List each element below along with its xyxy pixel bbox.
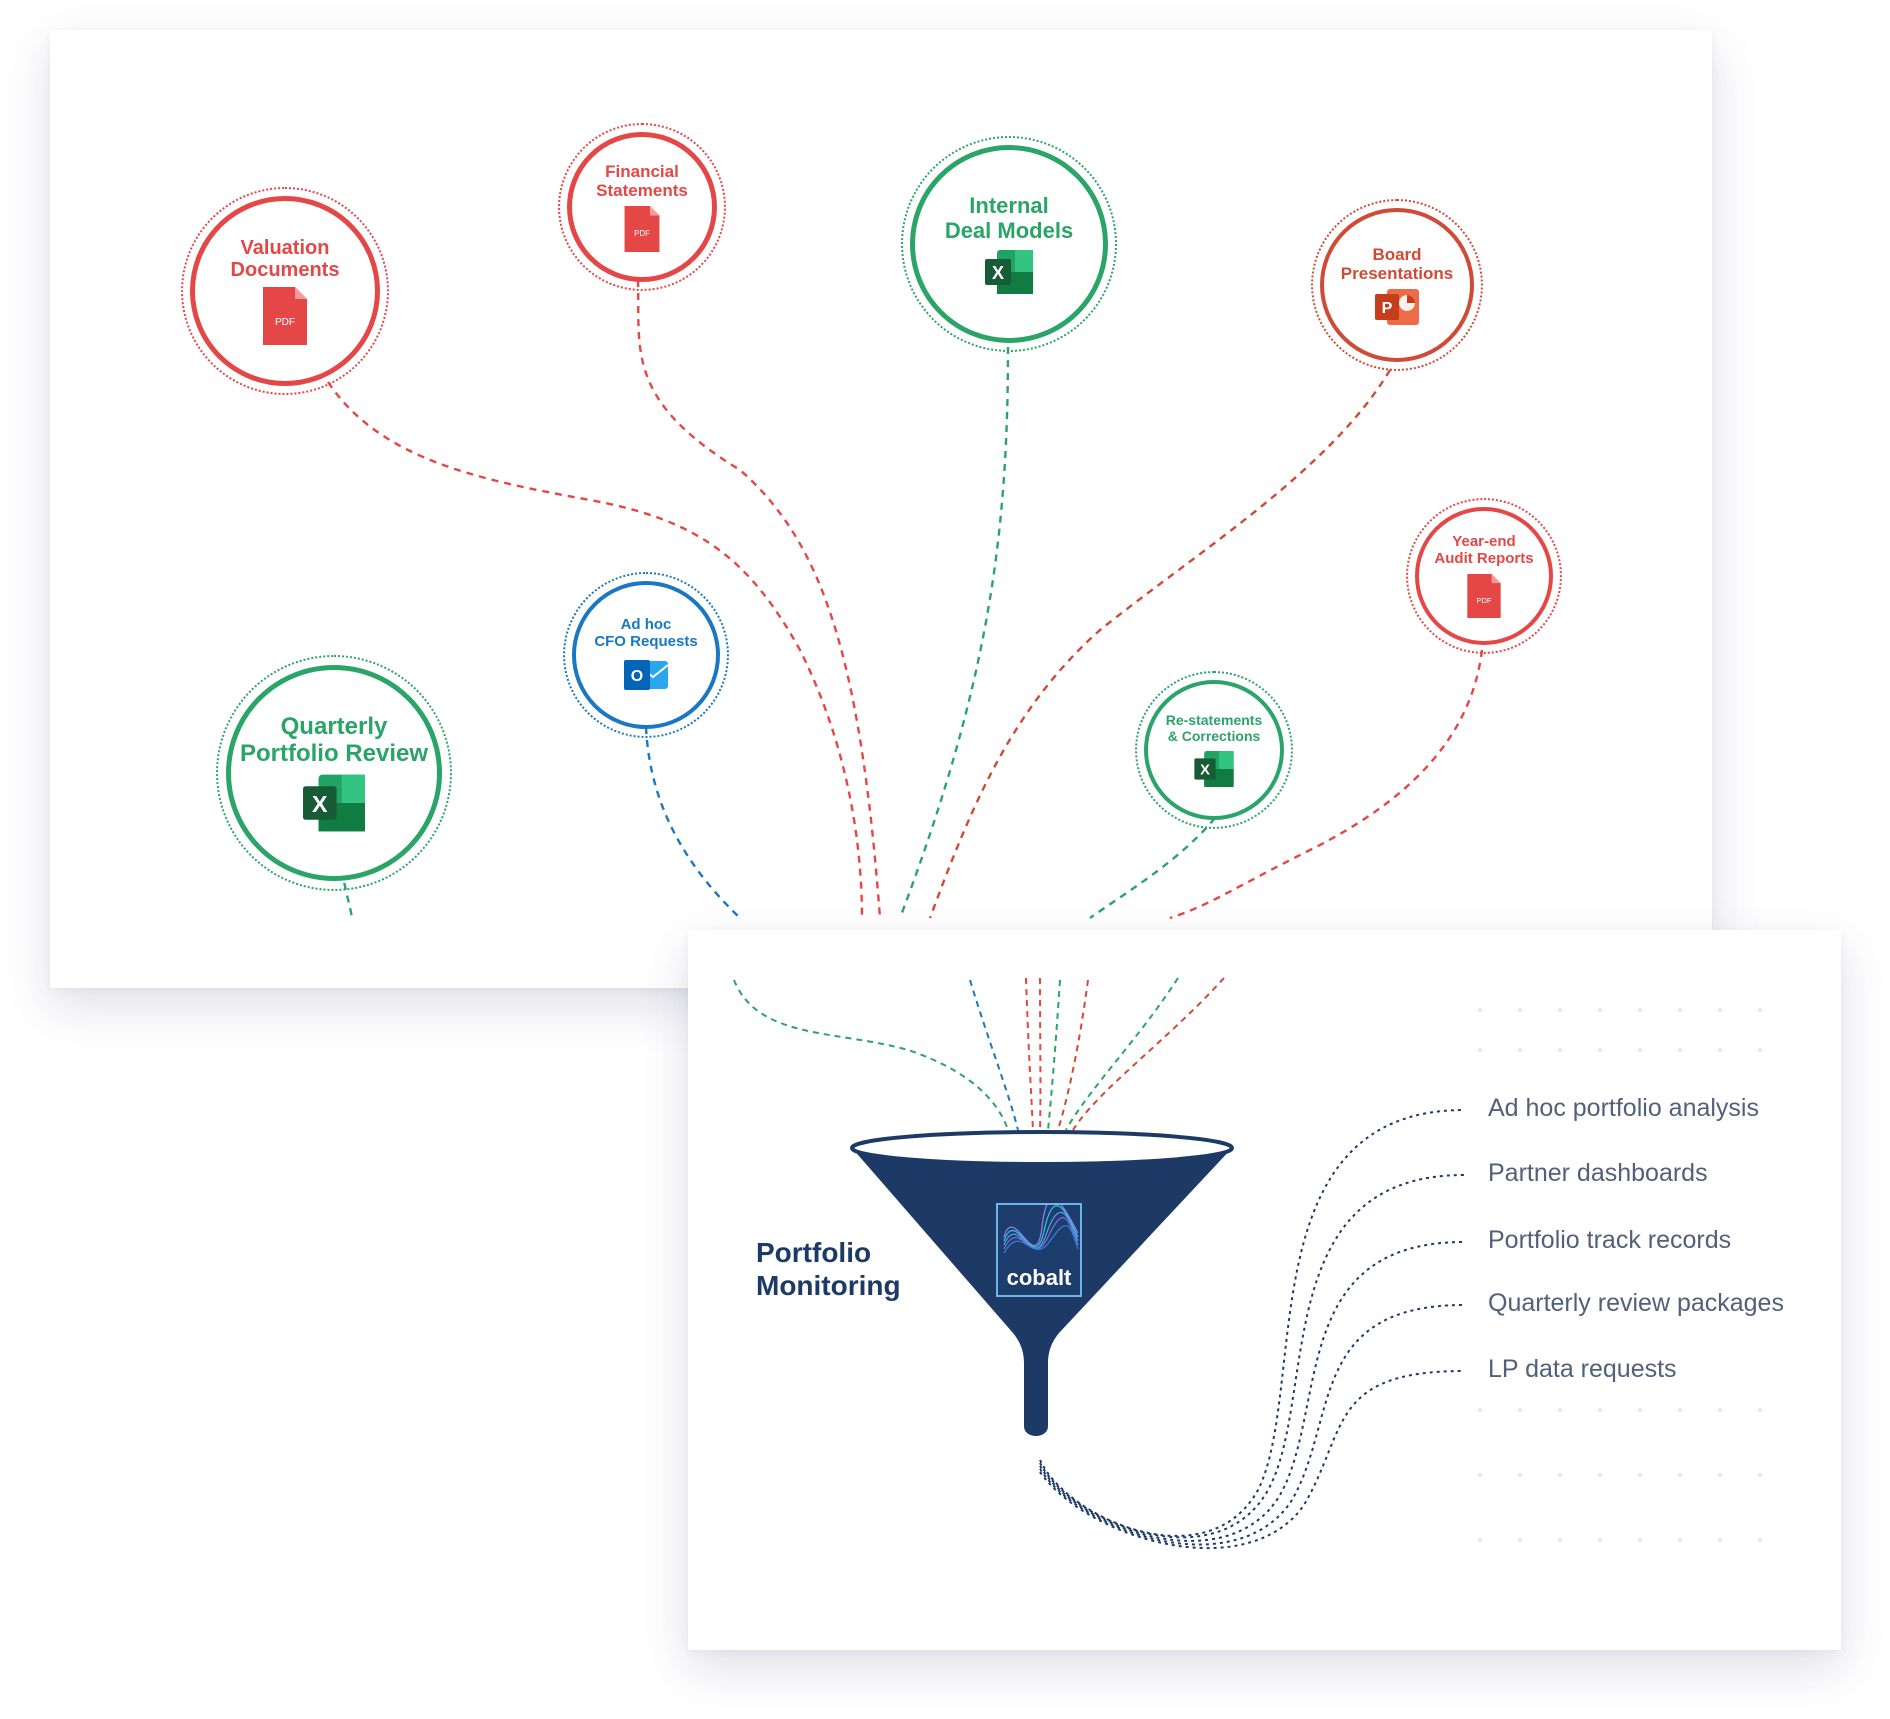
- excel-icon: X: [1194, 750, 1234, 787]
- excel-icon-text: X: [1200, 762, 1210, 778]
- powerpoint-icon-text: P: [1382, 300, 1393, 317]
- connector-internal-deal-models: [898, 346, 1010, 919]
- connector-restatements: [1089, 817, 1216, 919]
- node-ad-hoc-cfo-requests[interactable]: Ad hoc CFO Requests O: [563, 572, 729, 738]
- node-valuation-documents[interactable]: Valuation Documents PDF: [181, 187, 389, 395]
- node-label: Valuation Documents: [230, 236, 340, 281]
- excel-icon: X: [303, 774, 365, 832]
- node-label: Year-end Audit Reports: [1434, 533, 1534, 567]
- output-lp-data-requests[interactable]: LP data requests: [1488, 1355, 1677, 1383]
- connector-ad-hoc-cfo: [644, 726, 741, 919]
- sources-panel: Valuation Documents PDF Financial Statem…: [50, 30, 1712, 988]
- node-quarterly-portfolio-review[interactable]: Quarterly Portfolio Review X: [216, 655, 452, 891]
- output-portfolio-track-records[interactable]: Portfolio track records: [1488, 1226, 1732, 1254]
- output-quarterly-review-packages[interactable]: Quarterly review packages: [1488, 1289, 1784, 1317]
- connector-year-end-audit: [1169, 649, 1484, 920]
- pdf-icon-text: PDF: [275, 317, 295, 328]
- node-board-presentations[interactable]: Board Presentations P: [1311, 199, 1483, 371]
- pdf-icon-text: PDF: [634, 229, 650, 238]
- node-label: Ad hoc CFO Requests: [594, 616, 698, 650]
- funnel-rim: [850, 1130, 1234, 1166]
- node-restatements-corrections[interactable]: Re-statements & Corrections X: [1135, 671, 1293, 829]
- excel-icon-text: X: [992, 263, 1004, 283]
- cobalt-logo: cobalt: [996, 1203, 1082, 1297]
- node-label: Quarterly Portfolio Review: [239, 713, 429, 767]
- excel-icon: X: [985, 249, 1033, 294]
- incoming-lines: [733, 977, 1225, 1131]
- output-lines: [1039, 1109, 1465, 1550]
- node-label: Financial Statements: [596, 161, 688, 200]
- source-connectors: [327, 279, 1484, 920]
- pdf-icon-text: PDF: [1476, 596, 1492, 605]
- connector-valuation-documents: [327, 381, 864, 919]
- excel-icon-text: X: [312, 791, 328, 817]
- pdf-icon: PDF: [263, 287, 307, 346]
- pdf-icon: PDF: [624, 206, 660, 253]
- output-ad-hoc-portfolio-analysis[interactable]: Ad hoc portfolio analysis: [1488, 1094, 1759, 1122]
- powerpoint-icon: P: [1375, 289, 1419, 326]
- node-label: Board Presentations: [1340, 244, 1454, 283]
- dot-grid: [1478, 1008, 1762, 1542]
- pdf-icon: PDF: [1467, 573, 1501, 618]
- funnel-panel: Portfolio Monitoring cobalt Ad hoc portf…: [688, 930, 1841, 1650]
- outlook-icon: O: [624, 659, 668, 690]
- node-label: Re-statements & Corrections: [1165, 712, 1263, 744]
- wave-icon: [1003, 1205, 1079, 1254]
- node-internal-deal-models[interactable]: Internal Deal Models X: [901, 136, 1117, 352]
- outlook-icon-text: O: [631, 668, 643, 685]
- connector-financial-statements: [636, 279, 882, 919]
- node-label: Internal Deal Models: [944, 193, 1074, 243]
- funnel-title: Portfolio Monitoring: [756, 1237, 901, 1302]
- connector-board-presentations: [928, 369, 1392, 919]
- node-year-end-audit-reports[interactable]: Year-end Audit Reports PDF: [1406, 498, 1562, 654]
- logo-text: cobalt: [1006, 1265, 1072, 1290]
- output-partner-dashboards[interactable]: Partner dashboards: [1488, 1159, 1708, 1187]
- node-financial-statements[interactable]: Financial Statements PDF: [558, 123, 726, 291]
